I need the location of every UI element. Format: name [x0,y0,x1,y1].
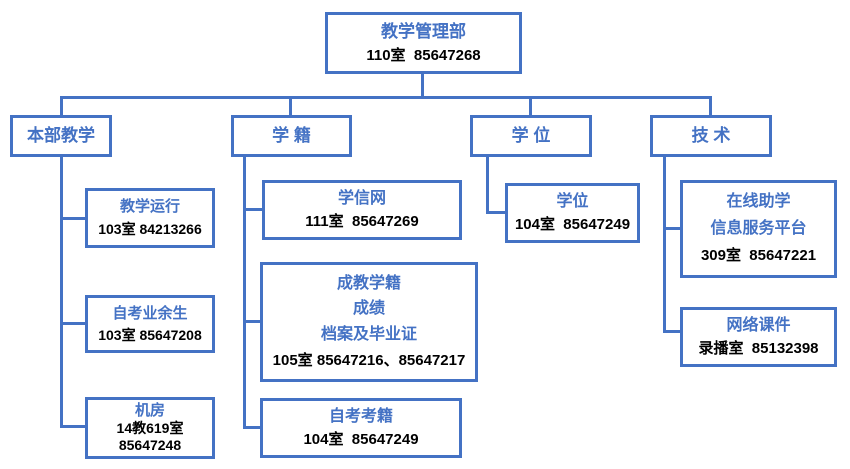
connector-xueji-stub-3 [243,426,264,429]
connector-benbu-stub-2 [60,322,87,325]
node-xuewei: 学 位 [470,115,592,157]
connector-jishu-stub-2 [663,330,682,333]
node-title-line1: 在线助学 [726,193,791,211]
node-xueji: 学 籍 [231,115,352,157]
node-jiaoxue-yunxing: 教学运行 103室 84213266 [85,188,215,248]
node-title-line2: 信息服务平台 [710,220,807,238]
node-info: 103室 85647208 [98,326,202,343]
connector-drop-xuewei [529,96,532,117]
node-zaixian-zhuxue: 在线助学 信息服务平台 309室 85647221 [680,180,837,278]
node-wangluo-kejian: 网络课件 录播室 85132398 [680,307,837,367]
connector-drop-xueji [289,96,292,117]
node-title: 本部教学 [27,126,95,146]
connector-xuewei-stub-1 [486,211,507,214]
node-info: 105室 85647216、85647217 [272,352,466,370]
connector-benbu-stub-1 [60,217,87,220]
node-title: 网络课件 [726,316,791,334]
connector-xueji-stub-1 [243,208,264,211]
node-title: 教学运行 [119,198,180,216]
node-info: 309室 85647221 [700,247,817,265]
node-info: 104室 85647249 [303,430,419,448]
node-xuexinwang: 学信网 111室 85647269 [262,180,462,240]
node-jishu: 技 术 [650,115,772,157]
node-title-line2: 成绩 [352,300,385,318]
node-info: 录播室 85132398 [698,339,819,357]
node-title: 自考考籍 [328,407,393,425]
node-jifang: 机房 14教619室 85647248 [85,397,215,459]
connector-xuewei-spine [486,155,489,213]
node-xuewei-office: 学位 104室 85647249 [505,183,640,243]
node-chengjiao-xueji: 成教学籍 成绩 档案及毕业证 105室 85647216、85647217 [260,262,478,382]
node-info-room: 14教619室 [116,419,184,436]
node-title: 学 籍 [272,126,311,146]
node-zikao-kaoji: 自考考籍 104室 85647249 [260,398,462,458]
connector-jishu-stub-1 [663,227,682,230]
connector-benbu-stub-3 [60,425,87,428]
node-benbu-jiaoxue: 本部教学 [10,115,112,157]
node-title: 学 位 [511,126,551,146]
node-title: 技 术 [691,126,731,146]
node-title: 教学管理部 [381,22,466,42]
connector-benbu-spine [60,155,63,428]
node-title-line3: 档案及毕业证 [320,326,417,344]
connector-xueji-spine [243,155,246,429]
node-info-phone: 85647248 [118,437,182,454]
connector-root-drop [421,74,424,98]
connector-level2-rail [60,96,712,99]
node-title: 机房 [134,401,165,419]
connector-drop-benbu [60,96,63,117]
node-title: 学位 [556,192,589,210]
node-title: 自考业余生 [112,304,188,322]
node-info: 103室 84213266 [98,220,202,237]
node-info: 110室 85647268 [366,46,481,64]
connector-jishu-spine [663,155,666,333]
node-title-line1: 成教学籍 [336,274,401,292]
node-info: 111室 85647269 [305,212,419,230]
node-teaching-management-dept: 教学管理部 110室 85647268 [325,12,522,74]
connector-xueji-stub-2 [243,320,264,323]
connector-drop-jishu [709,96,712,117]
node-title: 学信网 [337,189,386,207]
node-info: 104室 85647249 [514,215,631,233]
node-zikao-yeyusheng: 自考业余生 103室 85647208 [85,295,215,353]
